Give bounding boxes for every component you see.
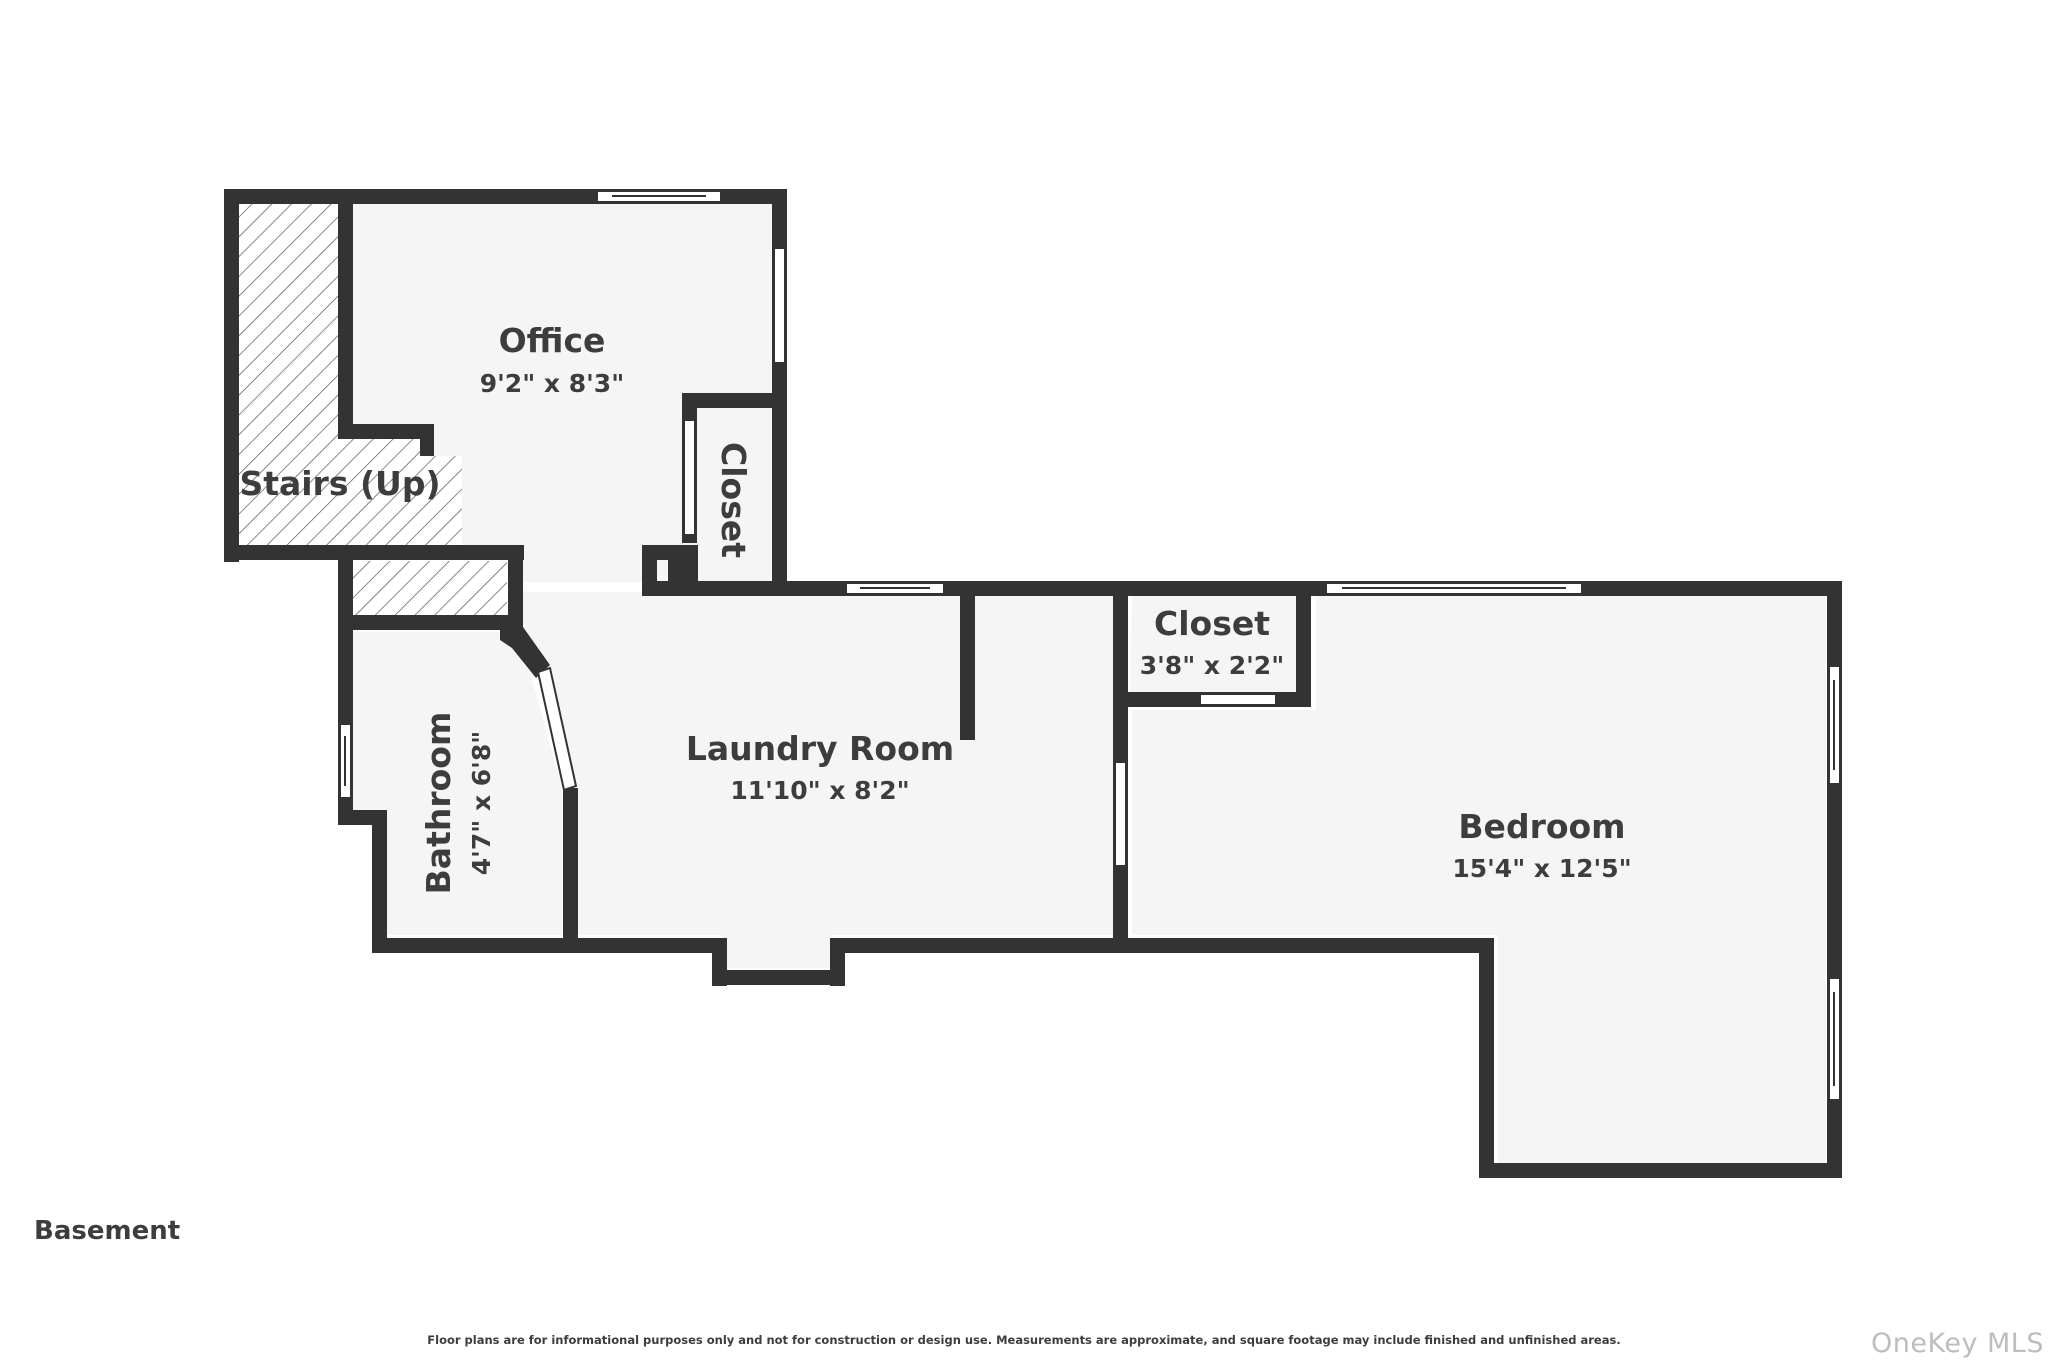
office-name: Office [499, 321, 606, 360]
laundry-dim: 11'10" x 8'2" [730, 776, 909, 805]
stairs-floor [237, 199, 462, 545]
laundry-name: Laundry Room [686, 729, 954, 768]
bedroom-name: Bedroom [1458, 807, 1625, 846]
stairs-landing-floor [346, 561, 507, 615]
room-floors [237, 198, 1826, 1163]
wall [563, 788, 578, 948]
wall [508, 545, 523, 627]
window [536, 666, 578, 792]
wall [224, 189, 239, 562]
wall [712, 970, 845, 985]
wall [1479, 1163, 1842, 1178]
bathroom-floor [346, 632, 562, 935]
wall [338, 615, 508, 630]
bathroom-name: Bathroom [419, 712, 458, 895]
wall [420, 424, 434, 456]
wall [500, 627, 550, 678]
wall [224, 545, 524, 560]
watermark-logo: OneKey MLS [1871, 1328, 2044, 1359]
wall [338, 424, 434, 439]
office-dim: 9'2" x 8'3" [480, 369, 624, 398]
window [773, 247, 786, 364]
wall [960, 590, 975, 740]
closet-small-floor [1132, 598, 1294, 692]
window [683, 419, 696, 536]
windows [339, 190, 1841, 1101]
wall [372, 810, 387, 953]
bedroom-dim: 15'4" x 12'5" [1452, 854, 1631, 883]
wall [338, 189, 353, 439]
closet-small-name: Closet [1154, 604, 1270, 643]
closet-small-dim: 3'8" x 2'2" [1140, 651, 1284, 680]
wall [372, 938, 727, 953]
bathroom-dim: 4'7" x 6'8" [467, 731, 496, 875]
wall [1296, 590, 1311, 707]
wall [682, 393, 786, 408]
wall [1479, 938, 1494, 1178]
disclaimer-text: Floor plans are for informational purpos… [427, 1333, 1621, 1347]
wall [642, 581, 1842, 596]
closet-vertical-floor [698, 410, 768, 580]
wall [830, 938, 1494, 953]
room-labels: Office 9'2" x 8'3" Closet Stairs (Up) Ba… [239, 321, 1631, 894]
stairs-name: Stairs (Up) [239, 464, 440, 503]
floor-label: Basement [34, 1216, 181, 1246]
bedroom-main-floor [1132, 592, 1826, 1163]
window [1199, 693, 1277, 706]
window [1114, 761, 1127, 867]
closet-vertical-name: Closet [714, 442, 753, 558]
